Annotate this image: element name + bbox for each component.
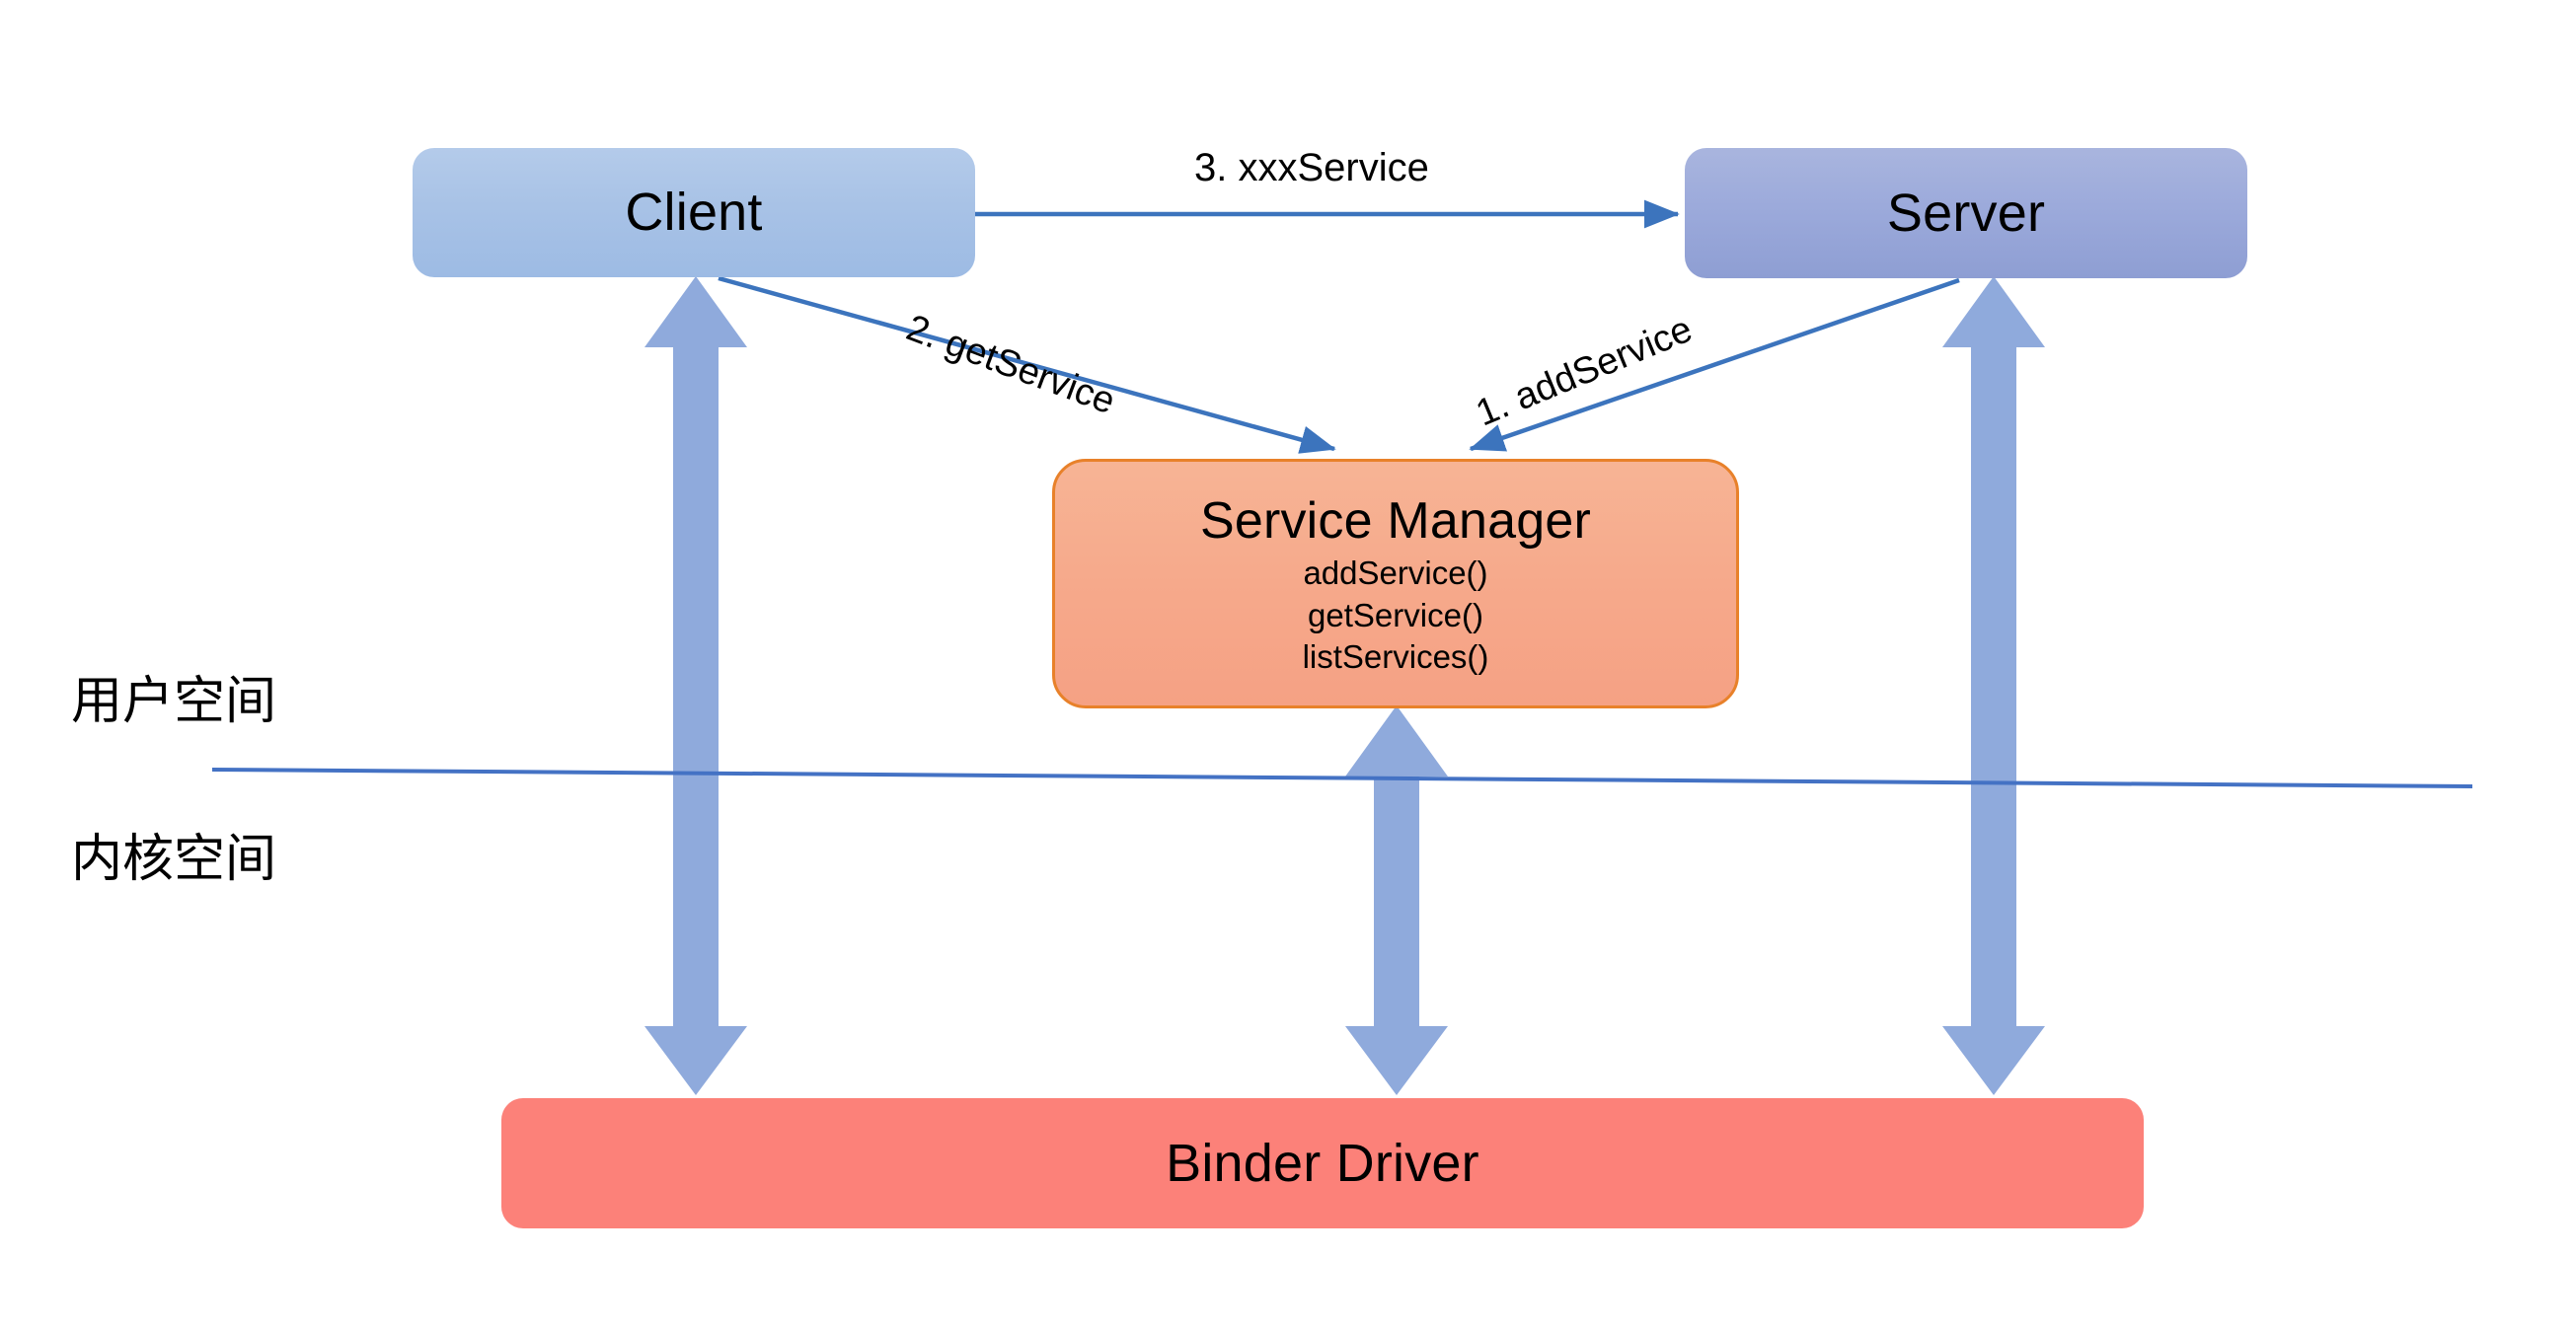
user-kernel-divider-line (211, 768, 2473, 788)
service-manager-method-list-services: listServices() (1302, 638, 1489, 676)
edge-label-add-service: 1. addService (1470, 308, 1699, 435)
service-manager-method-add-service: addService() (1303, 554, 1488, 591)
node-server-label: Server (1886, 183, 2046, 243)
node-service-manager-label: Service Manager (1199, 492, 1592, 551)
edge-label-xxx-service: 3. xxxService (1194, 146, 1429, 189)
node-client-label: Client (625, 183, 763, 243)
service-manager-method-get-service: getService() (1308, 596, 1483, 633)
node-service-manager[interactable]: Service Manager addService() getService(… (1052, 459, 1739, 708)
annotation-kernel-space: 内核空间 (71, 830, 277, 889)
block-arrow-servicemanager-binder (1345, 705, 1448, 1095)
node-server[interactable]: Server (1685, 148, 2247, 278)
block-arrow-server-binder (1942, 276, 2045, 1095)
edge-label-get-service: 2. getService (900, 307, 1121, 423)
block-arrow-client-binder (644, 276, 747, 1095)
node-binder-driver[interactable]: Binder Driver (501, 1098, 2144, 1228)
node-binder-driver-label: Binder Driver (1166, 1133, 1479, 1193)
annotation-user-space: 用户空间 (71, 672, 277, 731)
node-client[interactable]: Client (413, 148, 975, 277)
